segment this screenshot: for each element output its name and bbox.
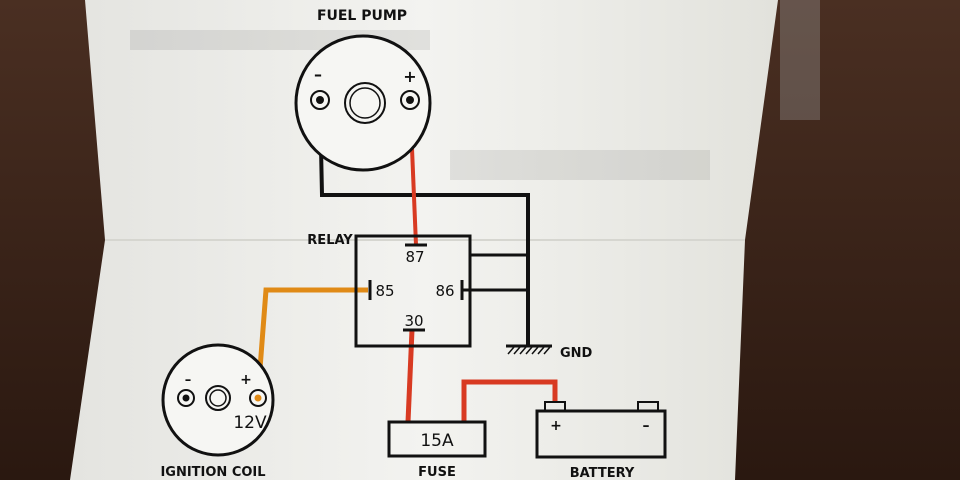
relay-box	[354, 234, 472, 348]
ignition-coil-plus-sign: +	[240, 372, 252, 388]
relay-pin-86-label: 86	[435, 282, 454, 300]
relay: 87 85 86 30 RELAY	[307, 233, 472, 348]
fuse-rating: 15A	[420, 431, 454, 451]
relay-pin-85-label: 85	[375, 282, 394, 300]
ignition-coil-label: IGNITION COIL	[160, 465, 265, 480]
wire-orange-85	[255, 287, 368, 396]
fuse: 15A FUSE	[387, 420, 487, 480]
ignition-coil: – + 12V IGNITION COIL	[160, 343, 275, 480]
fuel-pump-body	[294, 34, 432, 172]
fuel-pump-center-inner	[349, 87, 381, 119]
fuel-pump-minus-sign: –	[314, 65, 322, 84]
fuel-pump-minus-dot	[316, 96, 324, 104]
ignition-coil-center-inner	[209, 389, 227, 407]
fuel-pump-minus-terminal	[310, 90, 330, 110]
ignition-coil-plus-terminal	[249, 389, 267, 407]
ignition-coil-plus-dot	[254, 394, 262, 402]
fuel-pump-center-ring	[344, 82, 386, 124]
relay-pin-87-label: 87	[405, 248, 424, 266]
plastic-wrap	[780, 0, 820, 120]
fuse-label: FUSE	[418, 465, 456, 480]
ignition-coil-minus-sign: –	[185, 373, 192, 388]
ignition-coil-body	[161, 343, 275, 457]
ignition-coil-minus-dot	[182, 394, 190, 402]
ground-symbol: GND	[506, 344, 593, 361]
fuse-box	[387, 420, 487, 458]
ground-label: GND	[560, 346, 593, 361]
fuel-pump-label: FUEL PUMP	[317, 8, 407, 24]
battery-label: BATTERY	[570, 466, 635, 480]
fuel-pump-plus-dot	[406, 96, 414, 104]
battery-body	[535, 409, 667, 459]
wire-red-battery	[461, 379, 558, 422]
fuel-pump: – + FUEL PUMP	[294, 8, 432, 172]
ignition-coil-minus-terminal	[177, 389, 195, 407]
battery-plus-sign: +	[550, 418, 562, 434]
relay-pin-30-label: 30	[404, 312, 423, 330]
relay-label: RELAY	[307, 233, 353, 248]
ground-hatch	[507, 346, 551, 355]
ignition-coil-voltage: 12V	[233, 413, 267, 433]
battery-minus-sign: –	[643, 418, 650, 434]
fuel-pump-plus-sign: +	[403, 67, 416, 86]
ignition-coil-center-ring	[205, 385, 231, 411]
battery: + – BATTERY	[535, 401, 667, 480]
fuel-pump-plus-terminal	[400, 90, 420, 110]
